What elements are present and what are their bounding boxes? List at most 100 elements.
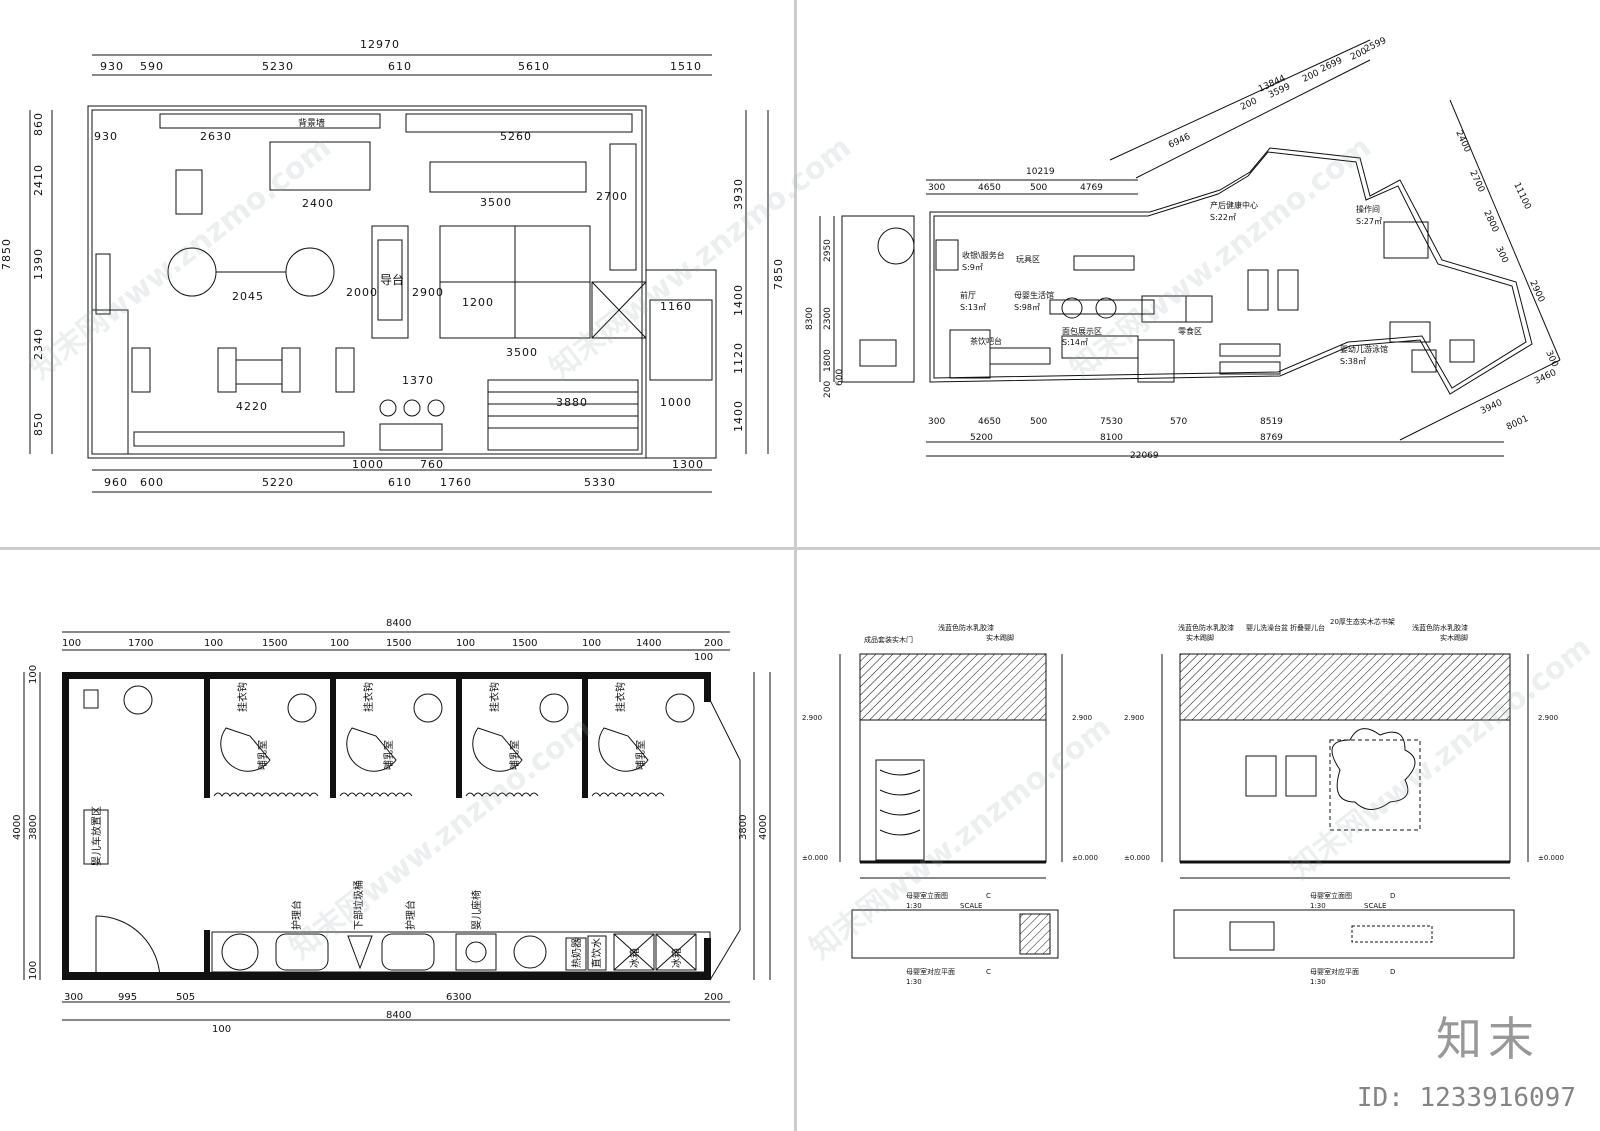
plan-b-dim-bottom: 8769 bbox=[1260, 433, 1283, 443]
plan-c-hook-label: 挂衣钩 bbox=[236, 682, 249, 712]
plan-b-dim-right: 300 bbox=[1543, 349, 1559, 369]
plan-b-dim-diag: 2599 bbox=[1363, 36, 1388, 55]
elev-right-annotation: 20厚生态实木芯书架 bbox=[1330, 617, 1395, 626]
plan-b-dim-left: 2300 bbox=[823, 307, 833, 330]
plan-b-dim-top: 500 bbox=[1030, 183, 1047, 193]
plan-b-room-label: 操作间 bbox=[1356, 204, 1380, 214]
elevation-drawing: 成品套装实木门 浅蓝色防水乳胶漆 实木踢脚 2.900 2.900 ±0.000… bbox=[802, 617, 1564, 986]
plan-c-room-label: 哺乳室 bbox=[508, 740, 521, 770]
elevation-sheet: 成品套装实木门 浅蓝色防水乳胶漆 实木踢脚 2.900 2.900 ±0.000… bbox=[800, 560, 1600, 1131]
plan-c-sheet: 8400 100 1700 100 1500 100 1500 100 1500… bbox=[0, 560, 790, 1131]
plan-a-dim-left: 2410 bbox=[32, 164, 45, 196]
elev-right-level: 2.900 bbox=[1124, 714, 1144, 722]
plan-a-inner-dim: 760 bbox=[420, 458, 444, 471]
plan-a-dim-bottom: 1760 bbox=[440, 476, 472, 489]
plan-a-dim-right: 3930 bbox=[732, 178, 745, 210]
plan-b-room-label: S:14㎡ bbox=[1062, 338, 1088, 347]
plan-a-dim-top: 610 bbox=[388, 60, 412, 73]
elev-left-plan-scale: 1:30 bbox=[906, 978, 922, 986]
elev-right-annotation: 浅蓝色防水乳胶漆 bbox=[1178, 623, 1234, 632]
plan-a-inner-dim: 1160 bbox=[660, 300, 692, 313]
plan-a-dim-top: 5610 bbox=[518, 60, 550, 73]
plan-a-dim-top: 1510 bbox=[670, 60, 702, 73]
plan-c-dim-top: 1500 bbox=[262, 638, 287, 649]
plan-c-dim-top: 200 bbox=[704, 638, 723, 649]
plan-c-label: 婴儿车放置区 bbox=[90, 806, 103, 866]
plan-b-dim-right: 300 bbox=[1493, 245, 1509, 265]
plan-a-dim-bottom: 5220 bbox=[262, 476, 294, 489]
plan-b-dim-bottom: 4650 bbox=[978, 417, 1001, 427]
plan-c-label: 冰箱 bbox=[670, 948, 683, 968]
plan-c-dim-top: 1700 bbox=[128, 638, 153, 649]
elev-right-plan-title: 母婴室对应平面 bbox=[1310, 967, 1359, 976]
plan-c-label: 下部垃圾桶 bbox=[352, 880, 365, 930]
elev-right-title-letter: D bbox=[1390, 892, 1395, 900]
plan-c-hook-label: 挂衣钩 bbox=[488, 682, 501, 712]
plan-b-dim-right: 2900 bbox=[1527, 279, 1546, 304]
plan-b-dim-right: 3460 bbox=[1533, 368, 1558, 387]
elev-left-annotation: 浅蓝色防水乳胶漆 bbox=[938, 623, 994, 632]
elev-left-level: ±0.000 bbox=[1072, 854, 1098, 862]
plan-a-dim-total-top: 12970 bbox=[360, 38, 400, 51]
plan-a-inner-dim: 4220 bbox=[236, 400, 268, 413]
plan-c-dim-top: 100 bbox=[330, 638, 349, 649]
plan-a-dim-bottom: 5330 bbox=[584, 476, 616, 489]
plan-b-dim-top: 300 bbox=[928, 183, 945, 193]
plan-a-inner-dim: 930 bbox=[94, 130, 118, 143]
plan-c-dim-top: 100 bbox=[62, 638, 81, 649]
elev-left-scale: 1:30 bbox=[906, 902, 922, 910]
plan-a-dim-right: 1400 bbox=[732, 400, 745, 432]
plan-b-room-label: 产后健康中心 bbox=[1210, 200, 1258, 210]
plan-b-room-label: S:9㎡ bbox=[962, 263, 983, 272]
plan-b-dim-bottom: 300 bbox=[928, 417, 945, 427]
plan-b-room-label: S:22㎡ bbox=[1210, 213, 1236, 222]
plan-b-room-label: 玩具区 bbox=[1016, 255, 1040, 264]
plan-c-dim-side: 4000 bbox=[12, 815, 23, 840]
plan-b-room-label: 婴幼儿游泳馆 bbox=[1340, 344, 1388, 354]
plan-c-room-label: 哺乳室 bbox=[634, 740, 647, 770]
plan-c-hook-label: 挂衣钩 bbox=[362, 682, 375, 712]
divider-vertical bbox=[794, 0, 797, 1131]
elev-right-title: 母婴室立面图 bbox=[1310, 891, 1352, 900]
elev-left-plan-title: 母婴室对应平面 bbox=[906, 967, 955, 976]
plan-c-dim-top: 100 bbox=[204, 638, 223, 649]
plan-b-dim-left: 1800 bbox=[823, 349, 833, 372]
plan-c-dim-top: 100 bbox=[456, 638, 475, 649]
plan-b-dim-diag: 6946 bbox=[1167, 132, 1192, 151]
elev-right-annotation: 折叠婴儿台 bbox=[1290, 623, 1325, 632]
plan-a-inner-dim: 2400 bbox=[302, 197, 334, 210]
plan-b-room-label: S:38㎡ bbox=[1340, 357, 1366, 366]
elev-right-annotation: 实木踢脚 bbox=[1186, 633, 1214, 642]
plan-c-label: 婴儿座椅 bbox=[470, 890, 483, 930]
plan-b-dim-bottom: 500 bbox=[1030, 417, 1047, 427]
elev-left-level: 2.900 bbox=[802, 714, 822, 722]
elev-right-annotation: 实木踢脚 bbox=[1440, 633, 1468, 642]
plan-c-dim-side: 3800 bbox=[738, 815, 749, 840]
plan-c-dim-top: 100 bbox=[582, 638, 601, 649]
plan-c-dim-side: 3800 bbox=[28, 815, 39, 840]
elev-left-level: 2.900 bbox=[1072, 714, 1092, 722]
elev-right-level: 2.900 bbox=[1538, 714, 1558, 722]
plan-c-label: 热奶器 bbox=[570, 938, 583, 968]
plan-b-dim-bottom: 8519 bbox=[1260, 417, 1283, 427]
plan-b-sheet: 10219 300 4650 500 4769 13844 6946 200 3… bbox=[800, 0, 1600, 540]
plan-b-dim-right: 3940 bbox=[1479, 398, 1504, 417]
plan-b-dim-left: 200 bbox=[823, 381, 833, 398]
elev-left-scale-label: SCALE bbox=[960, 902, 982, 910]
plan-a-inner-dim: 1370 bbox=[402, 374, 434, 387]
plan-b-dim-right: 11100 bbox=[1511, 181, 1532, 211]
plan-a-inner-dim: 1300 bbox=[672, 458, 704, 471]
plan-c-dim-side: 4000 bbox=[758, 815, 769, 840]
plan-a-sheet: 12970 930 590 5230 610 5610 1510 960 600… bbox=[0, 0, 790, 540]
plan-b-drawing: 10219 300 4650 500 4769 13844 6946 200 3… bbox=[805, 36, 1561, 461]
plan-c-hook-label: 挂衣钩 bbox=[614, 682, 627, 712]
plan-a-dim-bottom: 610 bbox=[388, 476, 412, 489]
plan-b-dim-bottom: 7530 bbox=[1100, 417, 1123, 427]
plan-b-dim-bottom-total: 22069 bbox=[1130, 451, 1159, 461]
brand-watermark: 知末 bbox=[1436, 1012, 1540, 1066]
plan-b-room-label: S:98㎡ bbox=[1014, 303, 1040, 312]
plan-a-dim-right: 1400 bbox=[732, 284, 745, 316]
plan-b-room-label: 收银\服务台 bbox=[962, 250, 1005, 260]
plan-a-inner-dim: 2000 bbox=[346, 286, 378, 299]
plan-a-dim-left: 850 bbox=[32, 412, 45, 436]
